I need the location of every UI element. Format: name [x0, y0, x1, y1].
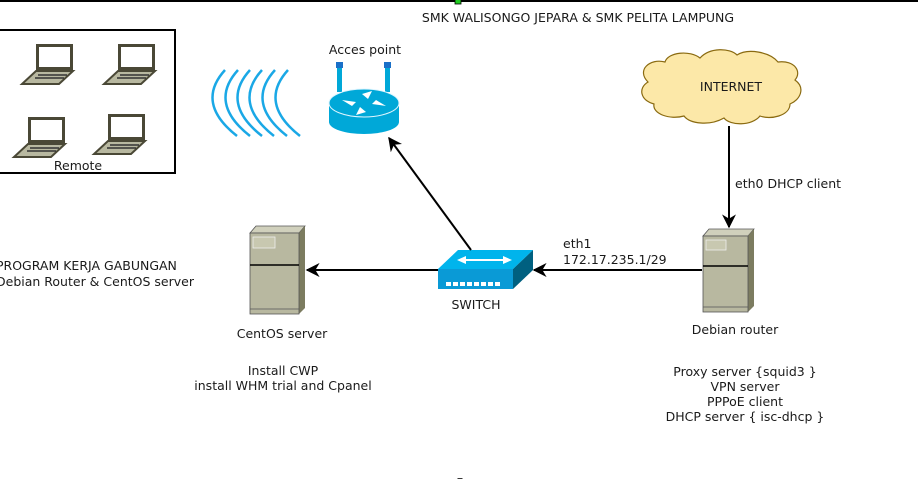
centos-notes: Install CWP install WHM trial and Cpanel	[194, 363, 371, 393]
debian-notes: Proxy server {squid3 } VPN server PPPoE …	[666, 364, 825, 424]
debian-note: DHCP server { isc-dhcp }	[665, 409, 825, 424]
link-switch-to-accesspoint[interactable]	[388, 136, 472, 251]
remote-label: Remote	[53, 158, 103, 173]
access-point-label: Acces point	[328, 42, 402, 57]
centos-note: Install CWP	[247, 363, 319, 378]
centos-note: install WHM trial and Cpanel	[194, 378, 372, 393]
laptop-icon[interactable]	[11, 117, 68, 158]
eth1-link-label: eth1	[563, 236, 592, 251]
laptop-icon[interactable]	[19, 44, 76, 85]
eth1-ip-label: 172.17.235.1/29	[563, 252, 667, 267]
internet-label: INTERNET	[699, 79, 763, 94]
cloud-icon[interactable]	[641, 49, 802, 125]
footer-mark: –	[456, 470, 464, 485]
program-subtitle: Debian Router & CentOS server	[0, 274, 194, 289]
laptop-icon[interactable]	[91, 114, 148, 155]
debian-note: PPPoE client	[706, 394, 784, 409]
server-tower-icon[interactable]	[249, 225, 306, 315]
diagram-title: SMK WALISONGO JEPARA & SMK PELITA LAMPUN…	[421, 10, 735, 25]
remote-group-box[interactable]	[0, 29, 176, 174]
debian-label: Debian router	[691, 322, 779, 337]
wireless-router-icon[interactable]	[328, 62, 400, 134]
laptop-icon[interactable]	[101, 44, 158, 85]
wireless-signal-icon[interactable]	[211, 69, 301, 137]
switch-icon[interactable]	[438, 250, 533, 289]
debian-note: Proxy server {squid3 }	[673, 364, 817, 379]
server-tower-icon[interactable]	[702, 228, 755, 313]
program-title: PROGRAM KERJA GABUNGAN	[0, 258, 177, 273]
centos-label: CentOS server	[236, 326, 328, 341]
switch-label: SWITCH	[451, 297, 501, 312]
selection-handle[interactable]	[454, 0, 462, 5]
eth0-link-label: eth0 DHCP client	[735, 176, 842, 191]
debian-note: VPN server	[710, 379, 780, 394]
